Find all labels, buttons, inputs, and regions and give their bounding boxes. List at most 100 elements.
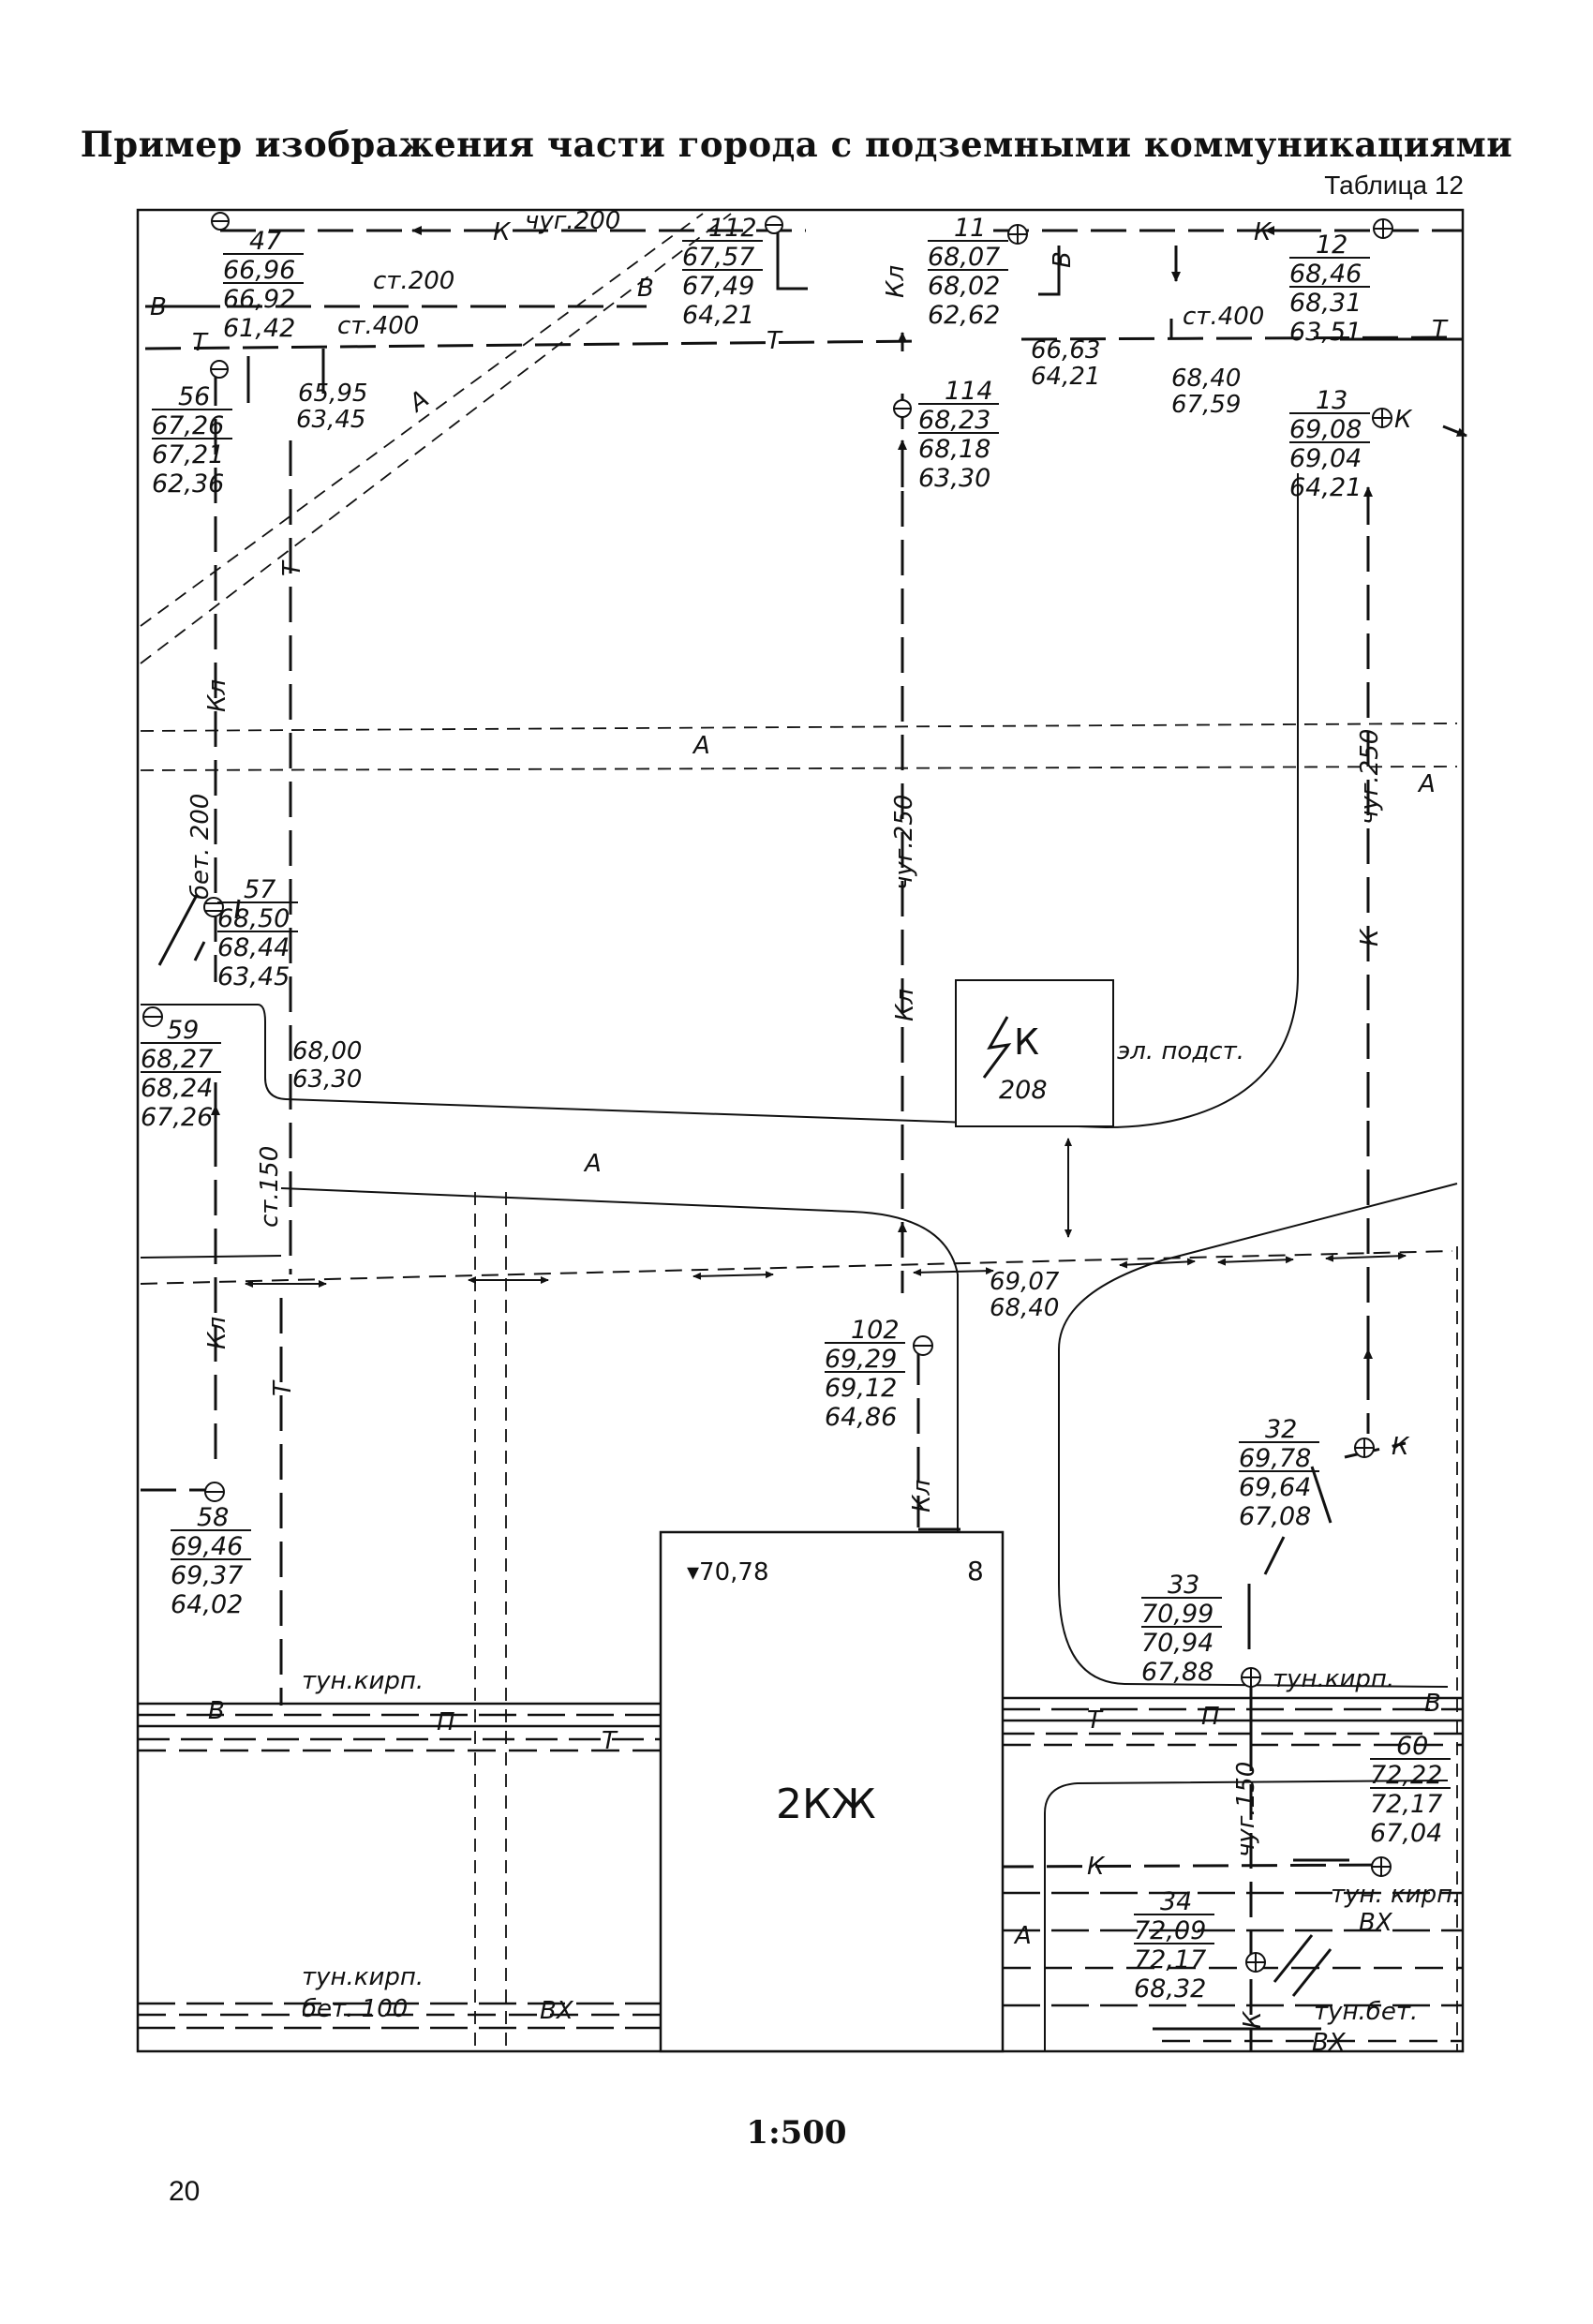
well-number: 12 — [1316, 231, 1347, 260]
well-height: 63,30 — [918, 464, 990, 493]
tag-k: К — [1394, 406, 1413, 434]
lightning-icon — [982, 1016, 1012, 1079]
substation-code: К — [1014, 1021, 1039, 1063]
label-tun-kirp: тун.кирп. — [302, 1963, 424, 1991]
well-height: 67,26 — [152, 411, 224, 440]
well-height: 69,78 — [1239, 1444, 1311, 1473]
well-height: 63,45 — [217, 962, 290, 991]
well-height: 68,24 — [141, 1074, 213, 1103]
well-labels: 4766,9666,9261,4211267,5767,4964,211168,… — [141, 214, 1451, 2004]
well-height: 72,17 — [1134, 1945, 1206, 1974]
label-tun-bet: тун.бет. — [1314, 1998, 1418, 2026]
well-height: 69,04 — [1289, 444, 1362, 473]
well-number: 57 — [244, 875, 275, 904]
pipeline-a-lines — [140, 213, 1458, 2051]
label-chug150: чуг.150 — [1232, 1762, 1260, 1857]
tag-b: В — [208, 1697, 225, 1725]
well-height: 68,31 — [1289, 289, 1362, 318]
spot-height: 63,45 — [296, 406, 365, 434]
well-height: 67,88 — [1141, 1658, 1213, 1687]
well-height: 61,42 — [223, 314, 295, 343]
well-height: 72,09 — [1134, 1916, 1206, 1945]
tag-a: А — [583, 1150, 602, 1178]
tag-p: П — [437, 1708, 455, 1736]
spot-height: 68,40 — [1171, 365, 1241, 393]
well-height: 62,36 — [152, 469, 224, 499]
well-height: 64,21 — [682, 301, 754, 330]
well-height: 63,51 — [1289, 318, 1362, 347]
tag-t: Т — [1087, 1706, 1104, 1735]
well-number: 47 — [249, 227, 281, 256]
tag-k: К — [1356, 928, 1384, 946]
well-number: 56 — [178, 382, 210, 411]
well-height: 68,18 — [918, 435, 990, 464]
well-height: 69,08 — [1289, 415, 1362, 444]
label-bet200: бет. 200 — [186, 794, 215, 900]
well-height: 64,86 — [825, 1403, 897, 1432]
page-number: 20 — [169, 2176, 201, 2207]
well-height: 62,62 — [928, 301, 1000, 330]
well-height: 69,46 — [171, 1532, 243, 1561]
tag-t: Т — [192, 329, 209, 357]
spot-height: 68,40 — [990, 1294, 1059, 1322]
tag-kl: Кл — [203, 679, 231, 712]
well-height: 69,37 — [171, 1561, 243, 1590]
building-code: 2КЖ — [776, 1780, 876, 1828]
well-number: 32 — [1265, 1415, 1297, 1444]
well-number: 13 — [1316, 386, 1347, 415]
spot-height: 64,21 — [1031, 363, 1100, 391]
scale-label: 1:500 — [746, 2114, 847, 2152]
label-chug250: чуг.250 — [1356, 729, 1384, 825]
tag-t: Т — [767, 327, 783, 355]
map-labels: 65,95 63,45 66,63 64,21 68,40 67,59 68,0… — [150, 207, 1460, 2057]
tunnel-bundles — [138, 1696, 1462, 2043]
spot-height: 66,63 — [1031, 336, 1100, 365]
well-height: 67,04 — [1370, 1819, 1442, 1848]
well-number: 34 — [1160, 1887, 1192, 1916]
label-tun-kirp: тун.кирп. — [302, 1667, 424, 1695]
well-number: 60 — [1396, 1732, 1428, 1761]
well-height: 68,02 — [928, 272, 1000, 301]
well-height: 68,07 — [928, 243, 1000, 272]
well-height: 67,21 — [152, 440, 224, 469]
spot-height: ▾70,78 — [687, 1558, 768, 1587]
well-height: 68,27 — [141, 1045, 213, 1074]
building-box — [659, 1530, 1005, 2053]
substation-number: 208 — [999, 1076, 1048, 1105]
label-st150: ст.150 — [256, 1146, 284, 1228]
tag-b: В — [1049, 251, 1077, 268]
page-title: Пример изображения части города с подзем… — [80, 124, 1513, 165]
building-floors: 8 — [967, 1556, 984, 1587]
well-height: 66,92 — [223, 285, 295, 314]
tag-k: К — [1254, 218, 1273, 246]
well-height: 69,29 — [825, 1345, 897, 1374]
spot-height: 67,59 — [1171, 391, 1241, 419]
spot-height: 69,07 — [990, 1268, 1060, 1296]
label-bet100: бет. 100 — [302, 1995, 408, 2023]
well-number: 59 — [167, 1016, 199, 1045]
label-el-podst: эл. подст. — [1117, 1037, 1244, 1065]
spot-height: 63,30 — [292, 1065, 362, 1094]
well-number: 58 — [197, 1503, 229, 1532]
well-number: 33 — [1168, 1571, 1199, 1600]
flow-arrows — [211, 226, 1467, 1387]
tag-a: А — [692, 732, 710, 760]
well-number: 102 — [851, 1316, 900, 1345]
tag-kl: Кл — [908, 1480, 936, 1512]
well-height: 66,96 — [223, 256, 295, 285]
tag-a: А — [1013, 1922, 1032, 1950]
tag-b: В — [150, 293, 167, 321]
well-crosses — [143, 219, 1392, 1972]
well-height: 69,64 — [1239, 1473, 1311, 1502]
label-tun-kirp-diag: тун. кирп. — [1331, 1881, 1460, 1909]
well-height: 67,49 — [682, 272, 754, 301]
tag-k: К — [1087, 1853, 1106, 1881]
well-height: 68,32 — [1134, 1974, 1206, 2004]
tag-p: П — [1201, 1703, 1220, 1731]
label-st400-right: ст.400 — [1183, 303, 1264, 331]
tag-t: Т — [1432, 316, 1449, 344]
tag-b: В — [637, 275, 654, 303]
label-chug200: чуг.200 — [525, 207, 620, 235]
tag-kl: Кл — [882, 265, 910, 298]
well-height: 68,23 — [918, 406, 990, 435]
